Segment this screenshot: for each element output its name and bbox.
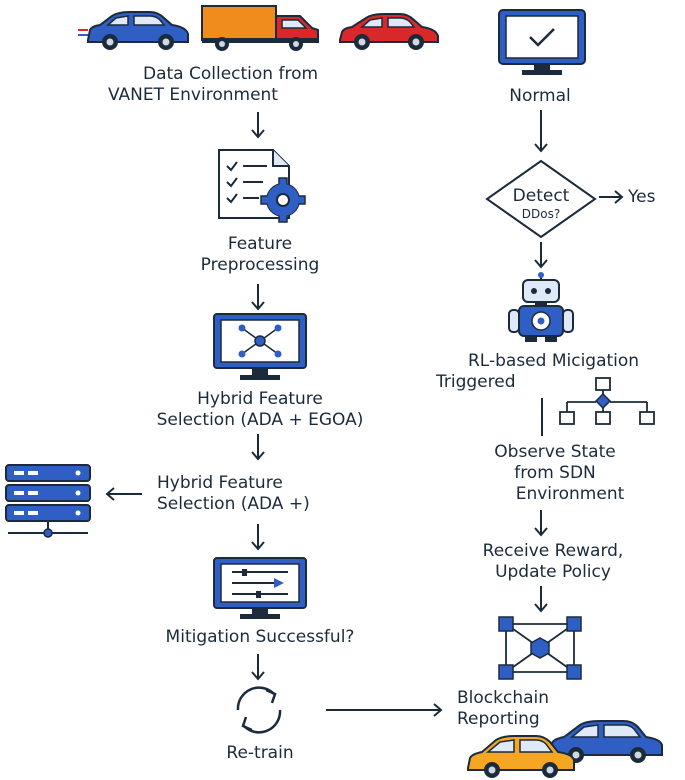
red-car-icon	[339, 13, 439, 50]
hybrid-selection-1-label: Hybrid Feature Selection (ADA + EGOA)	[156, 389, 364, 430]
decision-diamond	[485, 159, 597, 239]
yes-label: Yes	[628, 187, 656, 207]
monitor-check-icon	[498, 9, 586, 75]
data-collection-label: Data Collection from VANET Environment	[108, 64, 319, 105]
flowchart-icon	[559, 377, 655, 425]
arrow-down	[251, 524, 265, 551]
preprocessing-label: Feature Preprocessing	[200, 234, 320, 275]
arrow-down	[251, 284, 265, 311]
arrow-right	[326, 703, 443, 717]
blockchain-label: Blockchain Reporting	[457, 688, 550, 729]
arrow-down	[251, 112, 265, 139]
hybrid-selection-2-label: Hybrid Feature Selection (ADA +)	[157, 473, 310, 514]
blue-car-bottom-icon	[549, 720, 663, 763]
blockchain-network-icon	[498, 616, 582, 680]
rl-mitigation-label: RL-based Micigation Triggered	[436, 351, 640, 392]
arrow-down	[534, 110, 548, 153]
detect-label: Detect DDos?	[512, 186, 570, 221]
arrow-down	[251, 654, 265, 681]
blue-car-icon	[78, 11, 189, 50]
arrow-right	[599, 190, 624, 204]
arrow-down	[251, 434, 265, 461]
arrow-left	[105, 487, 142, 501]
receive-reward-label: Receive Reward, Update Policy	[482, 541, 624, 582]
yellow-car-icon	[467, 735, 575, 778]
checklist-gear-icon	[218, 149, 306, 223]
mitigation-question-label: Mitigation Successful?	[165, 627, 355, 647]
arrow-down	[534, 510, 548, 537]
vertical-divider	[541, 398, 543, 436]
monitor-sliders-icon	[213, 557, 307, 619]
refresh-cycle-icon	[236, 686, 282, 734]
orange-truck-icon	[201, 5, 319, 51]
monitor-network-icon	[213, 313, 307, 380]
server-stack-icon	[5, 464, 91, 538]
robot-icon	[508, 272, 574, 342]
arrow-down	[534, 242, 548, 269]
normal-label: Normal	[509, 86, 571, 106]
retrain-label: Re-train	[226, 743, 294, 763]
arrow-down	[534, 586, 548, 613]
observe-state-label: Observe State from SDN Environment	[494, 442, 625, 504]
